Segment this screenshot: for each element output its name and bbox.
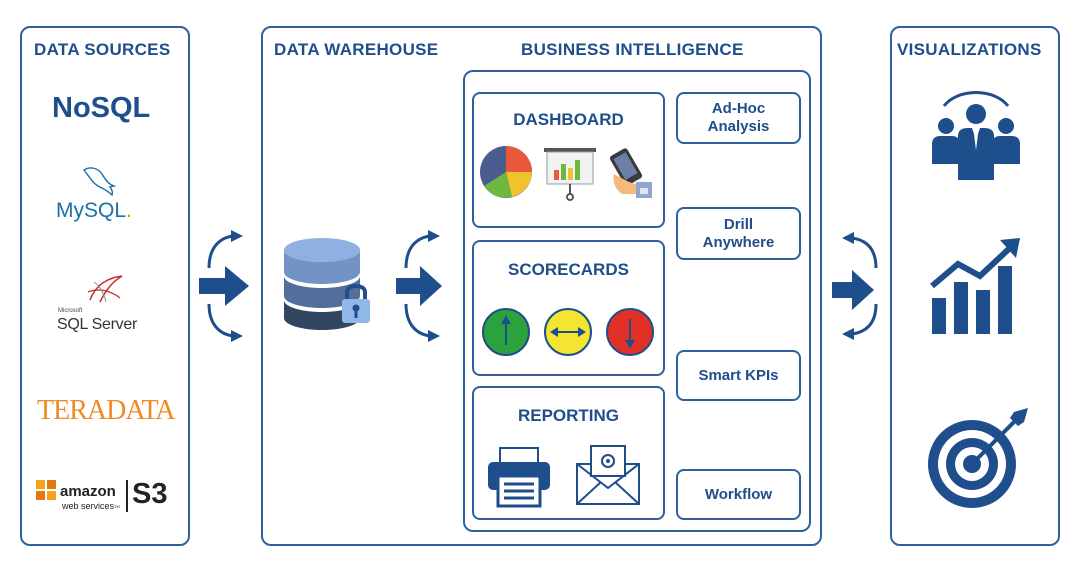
data-sources-panel [20, 26, 190, 546]
mysql-mark: . [126, 199, 132, 222]
aws-cubes-icon [36, 480, 56, 500]
mysql-dolphin-icon [82, 167, 117, 197]
drill-anywhere-box: Drill Anywhere [676, 207, 801, 260]
sqlserver-icon [87, 275, 123, 303]
adhoc-analysis-box: Ad-Hoc Analysis [676, 92, 801, 144]
data-warehouse-title: DATA WAREHOUSE [274, 40, 439, 59]
kpi-up-icon [482, 308, 530, 356]
dashboard-title: DASHBOARD [513, 110, 624, 129]
printer-icon [488, 447, 550, 508]
db-lock-icon [284, 238, 370, 330]
flow-arrow-left-icon [199, 230, 249, 342]
presentation-board-icon [544, 148, 596, 201]
kpi-down-icon [606, 308, 654, 356]
reporting-title: REPORTING [517, 406, 620, 425]
webservices-text: web services [62, 501, 115, 511]
flow-arrow-mid-icon [396, 230, 442, 342]
amazon-text: amazon [60, 483, 116, 500]
data-sources-title: DATA SOURCES [34, 40, 171, 59]
sqlserver-logo: SQL Server [57, 316, 137, 333]
flow-arrow-right-icon [832, 232, 878, 340]
business-intelligence-title: BUSINESS INTELLIGENCE [521, 40, 744, 59]
mysql-text: MySQL [56, 199, 127, 222]
email-icon [576, 445, 640, 505]
aws-tm-text: TM [114, 504, 120, 509]
mysql-logo: MySQL. [56, 199, 132, 223]
workflow-box: Workflow [676, 469, 801, 520]
kpi-neutral-icon [544, 308, 592, 356]
growth-chart-icon [930, 238, 1020, 334]
smart-kpis-box: Smart KPIs [676, 350, 801, 401]
aws-divider [126, 480, 128, 512]
hand-phone-icon [609, 148, 652, 198]
sqlserver-small-text: Microsoft [58, 308, 83, 314]
teradata-logo: TERADATA [37, 395, 176, 426]
team-icon [932, 91, 1020, 180]
nosql-logo: NoSQL [52, 92, 151, 124]
pie-chart-icon [480, 146, 532, 198]
visualizations-title: VISUALIZATIONS [897, 40, 1042, 59]
s3-text: S3 [132, 478, 168, 510]
target-icon [928, 408, 1028, 508]
scorecards-title: SCORECARDS [508, 260, 629, 279]
